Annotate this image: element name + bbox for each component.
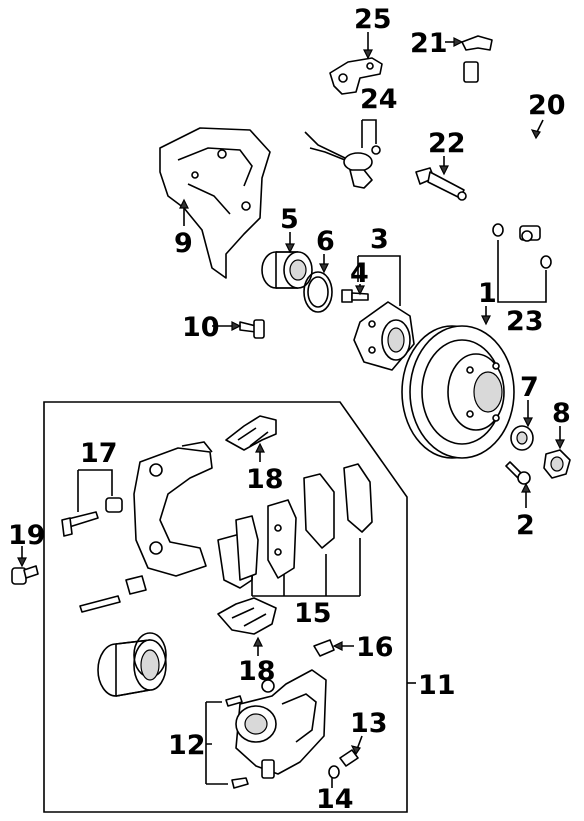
piston-seal-icon[interactable] [97, 632, 167, 697]
callout-19: 19 [8, 520, 46, 551]
callout-22: 22 [428, 128, 466, 159]
snap-ring-icon[interactable] [303, 271, 333, 313]
callout-3: 3 [370, 224, 389, 255]
caliper-assembly-frame [43, 401, 408, 813]
banjo-bolt-icon[interactable] [415, 167, 467, 201]
brake-hose-icon[interactable] [461, 61, 552, 242]
hub-bolt-icon[interactable] [341, 289, 369, 303]
leader-3 [357, 255, 401, 306]
splash-shield-icon[interactable] [159, 127, 271, 279]
callout-17: 17 [80, 438, 118, 469]
washer-icon[interactable] [510, 425, 534, 451]
callout-21: 21 [410, 28, 448, 59]
hose-clip-icon[interactable] [461, 35, 493, 51]
brake-rotor-icon[interactable] [401, 325, 515, 459]
sensor-bracket-icon[interactable] [329, 57, 383, 95]
callout-7: 7 [520, 372, 539, 403]
callout-24: 24 [360, 84, 398, 115]
callout-14: 14 [316, 784, 354, 815]
callout-25: 25 [354, 4, 392, 35]
caliper-bolt-icon[interactable] [225, 695, 249, 789]
leader-12 [205, 701, 228, 785]
leader-15 [251, 538, 361, 597]
leader-17 [77, 469, 113, 512]
callout-2: 2 [516, 510, 535, 541]
callout-20: 20 [528, 90, 566, 121]
leader-24 [361, 119, 377, 148]
caliper-mount-bolt-icon[interactable] [11, 565, 39, 585]
callout-10: 10 [182, 312, 220, 343]
callout-23: 23 [506, 306, 544, 337]
callout-15: 15 [294, 598, 332, 629]
hub-nut-icon[interactable] [543, 449, 571, 479]
wheel-stud-icon[interactable] [505, 461, 531, 485]
bleeder-cap-icon[interactable] [328, 765, 340, 779]
callout-13: 13 [350, 708, 388, 739]
callout-6: 6 [316, 226, 335, 257]
abs-sensor-icon[interactable] [304, 131, 381, 189]
copper-washer-icon[interactable] [492, 223, 552, 269]
shield-bolt-icon[interactable] [239, 319, 265, 339]
leader-23 [497, 240, 547, 303]
bleeder-screw-icon[interactable] [339, 749, 359, 767]
callout-16: 16 [356, 632, 394, 663]
pad-clip-icon[interactable] [313, 639, 335, 657]
callout-1: 1 [478, 278, 497, 309]
guide-pin-icon[interactable] [61, 497, 147, 613]
callout-18a: 18 [246, 464, 284, 495]
callout-8: 8 [552, 398, 571, 429]
callout-4: 4 [350, 258, 369, 289]
wheel-bearing-icon[interactable] [261, 251, 313, 289]
callout-18b: 18 [238, 656, 276, 687]
callout-12: 12 [168, 730, 206, 761]
anti-rattle-clip-icon[interactable] [217, 597, 277, 635]
caliper-body-icon[interactable] [235, 669, 327, 779]
callout-11: 11 [418, 670, 456, 701]
callout-9: 9 [174, 228, 193, 259]
wheel-hub-icon[interactable] [353, 301, 415, 371]
callout-5: 5 [280, 204, 299, 235]
anti-rattle-clip-icon[interactable] [225, 415, 277, 451]
brake-pads-icon[interactable] [217, 463, 373, 589]
caliper-bracket-icon[interactable] [133, 441, 213, 577]
